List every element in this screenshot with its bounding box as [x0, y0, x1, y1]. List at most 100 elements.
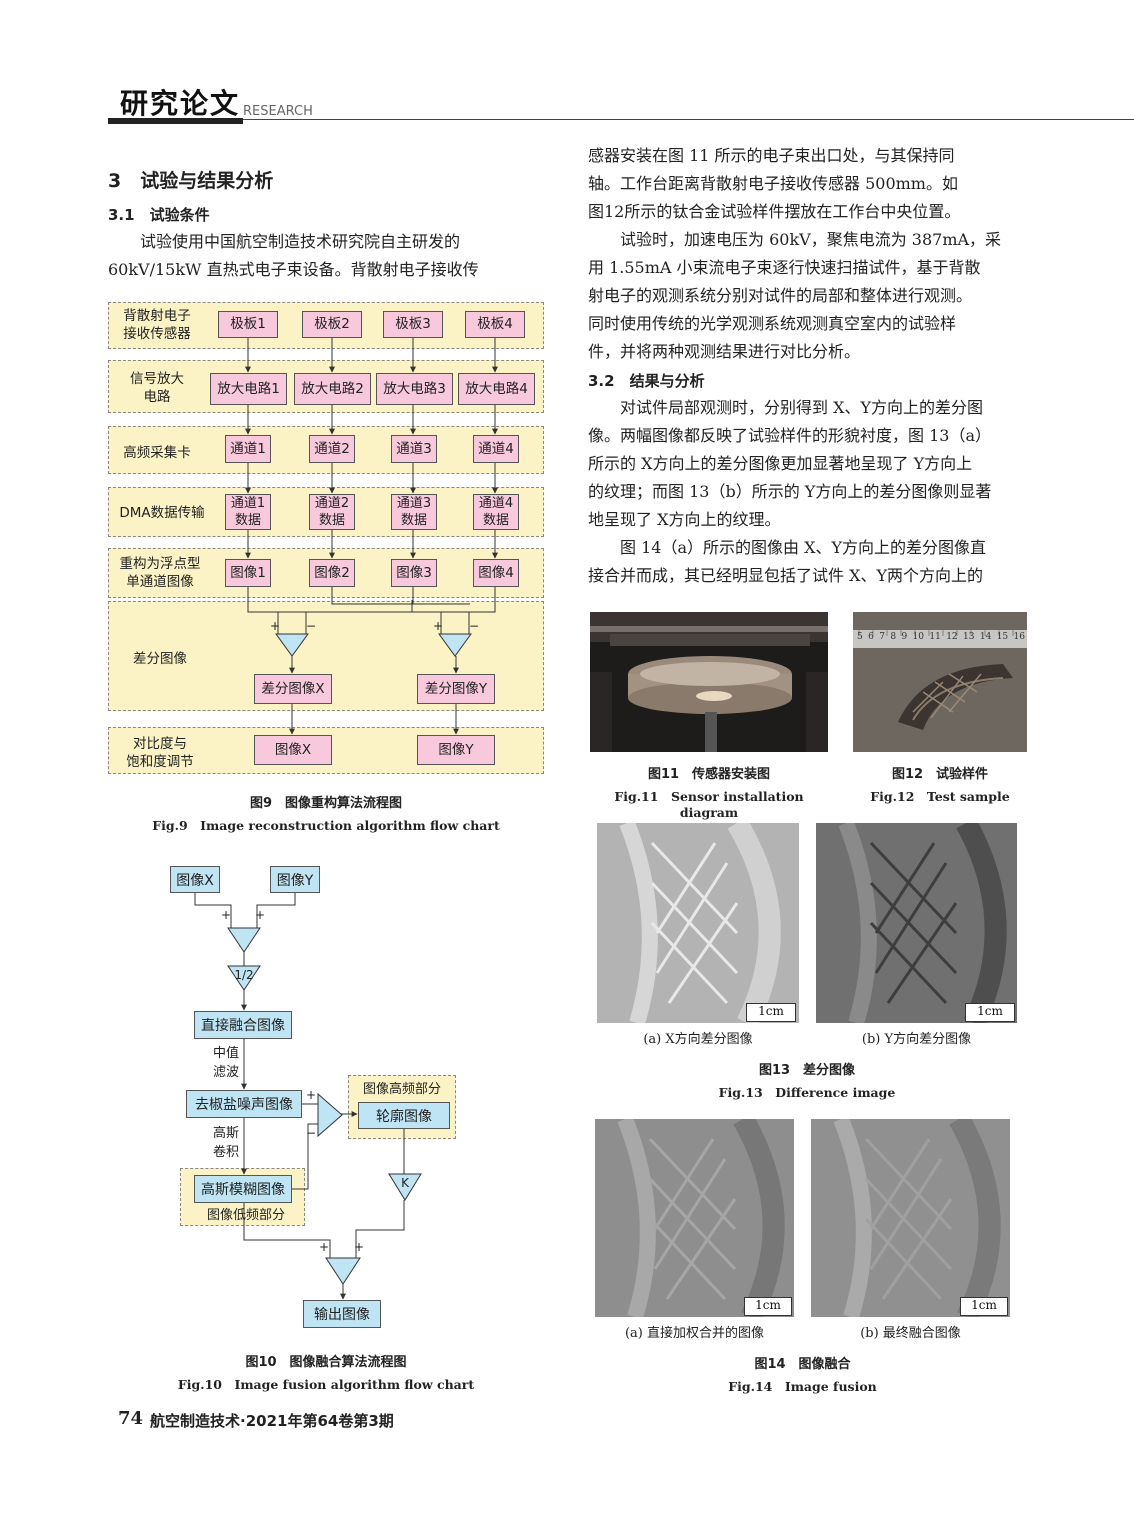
text-line: 用 1.55mA 小束流电子束逐行快速扫描试件，基于背散 [588, 258, 981, 277]
text-line: 图12所示的钛合金试验样件摆放在工作台中央位置。 [588, 202, 961, 221]
high-frequency-label: 图像高频部分 [362, 1082, 441, 1097]
low-frequency-label: 图像低频部分 [206, 1208, 285, 1223]
ruler-tick: 15 [996, 632, 1009, 642]
text-line: 所示的 X方向上的差分图像更加显著地呈现了 Y方向上 [588, 454, 973, 473]
band-acquisition [108, 426, 544, 474]
contour-box: 轮廓图像 [358, 1102, 450, 1129]
channel-data-box: 通道3 数据 [391, 494, 437, 530]
column-subtitle: RESEARCH [243, 104, 313, 119]
text-line: 接合并而成，其已经明显包括了试件 X、Y两个方向上的 [588, 566, 984, 585]
figure-10-caption-en: Fig.10 Image fusion algorithm flow chart [177, 1377, 475, 1392]
image-x-box: 图像X [170, 866, 220, 893]
median-filter-label: 中值 滤波 [212, 1046, 239, 1080]
channel-box: 通道1 [225, 435, 271, 463]
ruler-tick: 11 [929, 632, 941, 642]
paragraph-right-top: 感器安装在图 11 所示的电子束出口处，与其保持同 轴。工作台距离背散射电子接收… [588, 142, 1028, 366]
channel-data-box: 通道4 数据 [473, 494, 519, 530]
figure-12-photo [853, 612, 1027, 752]
image-y-box: 图像Y [270, 866, 320, 893]
text-line: 射电子的观测系统分别对试件的局部和整体进行观测。 [588, 286, 973, 305]
row-label: 差分图像 [133, 651, 187, 667]
minus-sign: − [306, 619, 317, 633]
channel-data-box: 通道2 数据 [309, 494, 355, 530]
text-line: 试验使用中国航空制造技术研究院自主研发的 [140, 232, 461, 251]
gaussian-blur-box: 高斯模糊图像 [194, 1175, 292, 1203]
text-line: 件，并将两种观测结果进行对比分析。 [588, 342, 861, 361]
scale-bar: 1cm [746, 1003, 796, 1022]
text-line: 地呈现了 X方向上的纹理。 [588, 510, 781, 529]
text-line: 感器安装在图 11 所示的电子束出口处，与其保持同 [588, 146, 955, 165]
figure-14-caption-cn: 图14 图像融合 [754, 1357, 851, 1372]
plus-sign: + [255, 908, 266, 922]
ruler-tick: 9 [901, 632, 908, 642]
ruler-tick: 12 [946, 632, 958, 642]
figure-9-caption-cn: 图9 图像重构算法流程图 [249, 796, 403, 811]
figure-11-photo [590, 612, 828, 752]
ruler-ticks: 5 6 7 8 9 10 11 12 13 14 15 16 [857, 632, 1025, 642]
plate-box: 极板3 [383, 311, 443, 338]
scale-bar: 1cm [744, 1297, 792, 1316]
text-line: 图 14（a）所示的图像由 X、Y方向上的差分图像直 [588, 538, 987, 557]
image-box: 图像1 [225, 559, 271, 587]
journal-info: 航空制造技术·2021年第64卷第3期 [150, 1412, 394, 1430]
row-label: 重构为浮点型 单通道图像 [119, 556, 201, 590]
header-bar [108, 118, 243, 124]
subtractor [317, 1092, 343, 1138]
figure-11-caption-en: Fig.11 Sensor installation diagram [614, 789, 804, 820]
amplifier-box: 放大电路3 [376, 373, 453, 405]
figure-14b-image [811, 1119, 1010, 1317]
text-line: 的纹理；而图 13（b）所示的 Y方向上的差分图像则显著 [588, 482, 992, 501]
amplifier-box: 放大电路4 [458, 373, 535, 405]
paragraph-3-1: 试验使用中国航空制造技术研究院自主研发的 60kV/15kW 直热式电子束设备。… [108, 228, 546, 284]
diff-amplifier-y [438, 633, 472, 657]
header-rule [243, 119, 1134, 120]
amplifier-box: 放大电路1 [210, 373, 287, 405]
ruler-tick: 14 [979, 632, 992, 642]
section-heading-3: 3 试验与结果分析 [108, 170, 274, 192]
figure-9-caption-en: Fig.9 Image reconstruction algorithm flo… [152, 818, 500, 833]
figure-13-caption-cn: 图13 差分图像 [758, 1063, 856, 1078]
ruler-tick: 8 [890, 632, 897, 642]
row-label: 信号放大 电路 [130, 371, 184, 405]
scale-bar: 1cm [960, 1297, 1008, 1316]
figure-14-caption-en: Fig.14 Image fusion [728, 1379, 877, 1394]
half-label: 1/2 [234, 968, 254, 982]
diff-amplifier-x [275, 633, 309, 657]
text-line: 试验时，加速电压为 60kV，聚焦电流为 387mA，采 [588, 230, 1002, 249]
image-box: 图像4 [473, 559, 519, 587]
figure-13a-image [597, 823, 799, 1023]
direct-fusion-box: 直接融合图像 [194, 1011, 292, 1039]
k-label: K [401, 1176, 409, 1190]
diff-image-x-box: 差分图像X [254, 674, 332, 704]
gaussian-conv-label: 高斯 卷积 [212, 1126, 239, 1160]
page-number: 74 [118, 1408, 144, 1429]
image-x-box: 图像X [254, 735, 332, 765]
diff-image-y-box: 差分图像Y [417, 674, 495, 704]
figure-13-caption-en: Fig.13 Difference image [718, 1085, 896, 1100]
column-title: 研究论文 [120, 87, 241, 120]
channel-data-box: 通道1 数据 [225, 494, 271, 530]
plus-sign: + [433, 619, 444, 633]
row-label: 高频采集卡 [123, 445, 191, 461]
figure-14a-image [595, 1119, 794, 1317]
section-heading-3-1: 3.1 试验条件 [108, 206, 210, 224]
figure-10-caption-cn: 图10 图像融合算法流程图 [245, 1355, 407, 1370]
plus-sign: + [354, 1240, 365, 1254]
figure-13b-subcaption: (b) Y方向差分图像 [861, 1032, 972, 1047]
text-line: 60kV/15kW 直热式电子束设备。背散射电子接收传 [108, 260, 479, 279]
plus-sign: + [319, 1240, 330, 1254]
channel-box: 通道3 [391, 435, 437, 463]
figure-12-caption-en: Fig.12 Test sample [870, 789, 1010, 804]
ruler-tick: 13 [963, 632, 975, 642]
plus-sign: + [270, 619, 281, 633]
image-box: 图像3 [391, 559, 437, 587]
channel-box: 通道2 [309, 435, 355, 463]
row-label: DMA数据传输 [119, 505, 205, 521]
row-label: 背散射电子 接收传感器 [123, 308, 191, 342]
amplifier-box: 放大电路2 [294, 373, 371, 405]
figure-14a-subcaption: (a) 直接加权合并的图像 [624, 1326, 765, 1341]
figure-13a-subcaption: (a) X方向差分图像 [643, 1032, 753, 1047]
minus-sign: − [306, 1126, 317, 1140]
